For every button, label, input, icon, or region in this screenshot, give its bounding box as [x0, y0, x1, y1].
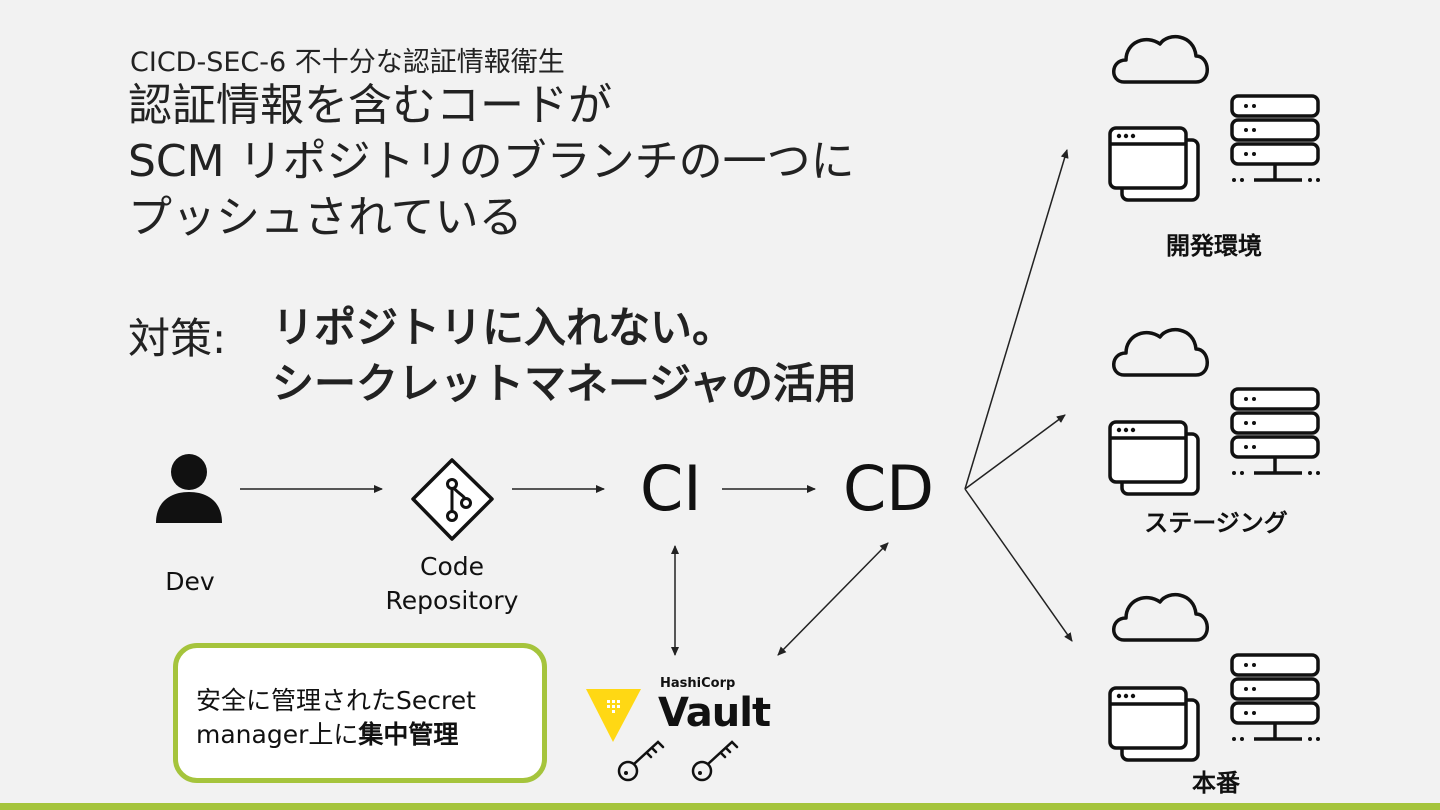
arrow-cd-to-dev-env — [964, 149, 1069, 490]
env-label-production: 本番 — [1192, 769, 1240, 797]
countermeasure-line-1: リポジトリに入れない。 — [272, 303, 735, 352]
slide-subtitle: CICD-SEC-6 不十分な認証情報衛生 — [130, 47, 565, 78]
arrow-cd-to-staging — [964, 414, 1066, 490]
title-line-2: SCM リポジトリのブランチの一つに — [128, 136, 855, 187]
title-line-3: プッシュされている — [128, 192, 523, 243]
accent-bar — [0, 803, 1440, 810]
browser-window-icon — [1108, 686, 1200, 762]
browser-window-icon — [1108, 126, 1200, 202]
callout-line-2-bold: 集中管理 — [358, 720, 459, 749]
server-rack-icon — [1230, 653, 1322, 743]
arrow-cd-vault — [777, 542, 889, 656]
server-rack-icon — [1230, 387, 1322, 477]
vault-brand-big: Vault — [658, 690, 771, 736]
callout-line-1: 安全に管理されたSecret — [196, 686, 476, 715]
callout-line-2: manager上に集中管理 — [196, 718, 542, 752]
arrow-cd-to-production — [964, 488, 1073, 642]
repo-label-line-1: Code — [419, 552, 484, 581]
countermeasure-label: 対策: — [128, 314, 227, 363]
countermeasure-text: リポジトリに入れない。 シークレットマネージャの活用 — [272, 300, 857, 412]
key-icon — [691, 740, 739, 782]
browser-window-icon — [1108, 420, 1200, 496]
repo-label: Code Repository — [362, 550, 542, 618]
user-icon — [156, 454, 222, 523]
title-line-1: 認証情報を含むコードが — [128, 80, 612, 131]
env-label-staging: ステージング — [1144, 509, 1288, 537]
key-icon — [617, 740, 665, 782]
ci-node: CI — [640, 452, 702, 525]
cd-node: CD — [843, 452, 935, 525]
cloud-icon — [1111, 34, 1210, 84]
env-label-development: 開発環境 — [1166, 232, 1262, 260]
git-repo-icon — [411, 458, 494, 541]
vault-brand-small: HashiCorp — [660, 676, 736, 691]
server-rack-icon — [1230, 94, 1322, 184]
cloud-icon — [1111, 327, 1210, 377]
countermeasure-line-2: シークレットマネージャの活用 — [272, 359, 858, 408]
secret-manager-callout: 安全に管理されたSecret manager上に集中管理 — [173, 643, 547, 783]
repo-label-line-2: Repository — [385, 586, 519, 615]
cloud-icon — [1111, 592, 1210, 642]
slide-title: 認証情報を含むコードが SCM リポジトリのブランチの一つに プッシュされている — [128, 78, 855, 246]
dev-label: Dev — [165, 567, 215, 596]
callout-line-2-prefix: manager上に — [196, 720, 359, 749]
vault-logo-icon — [586, 689, 641, 742]
